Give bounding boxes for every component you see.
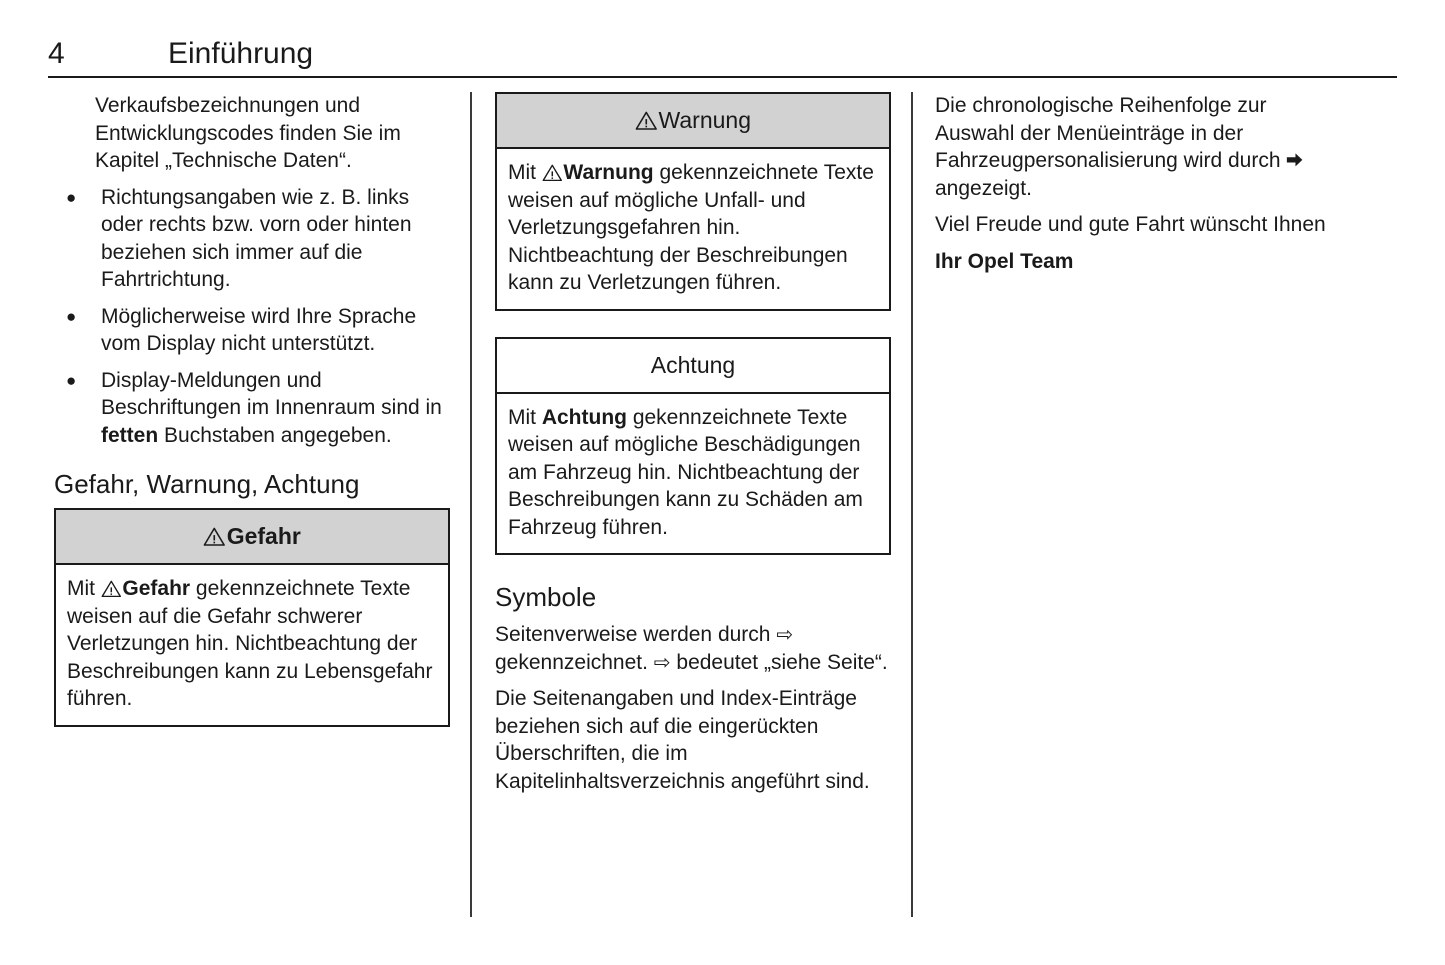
symbols-paragraph-2: Die Seitenangaben und Index-Einträge bez… — [495, 687, 870, 793]
right-column: Die chronologische Reihenfolge zur Auswa… — [935, 92, 1335, 284]
warning-body-suffix: gekennzeichnete Texte weisen auf möglich… — [508, 161, 874, 294]
warning-triangle-icon — [542, 164, 563, 181]
symbols-text-a: Seitenverweise werden durch — [495, 623, 777, 646]
warning-notice-title: Warnung — [658, 107, 751, 133]
page-columns: Verkaufsbezeichnungen und Entwicklungsco… — [0, 92, 1445, 922]
closing-paragraph: Viel Freude und gute Fahrt wünscht Ihnen — [935, 213, 1326, 236]
warning-body-term: Warnung — [563, 161, 654, 184]
list-item-label: Richtungsangaben wie z. B. links oder re… — [101, 185, 412, 292]
caution-body-suffix: gekennzeichnete Texte weisen auf möglich… — [508, 405, 863, 539]
list-item-text-before: Display-Meldungen und Beschriftungen im … — [101, 368, 442, 420]
caution-notice-header: Achtung — [497, 338, 889, 394]
list-item: ● Möglicherweise wird Ihre Sprache vom D… — [54, 303, 450, 358]
danger-body-suffix: gekennzeichnete Texte weisen auf die Gef… — [67, 577, 433, 710]
list-item: ● Display-Meldungen und Beschriftungen i… — [54, 367, 450, 450]
danger-notice-header: Gefahr — [56, 510, 448, 565]
personalisation-paragraph: Die chronologische Reihenfolge zur Auswa… — [935, 92, 1335, 202]
caution-body-prefix: Mit — [508, 405, 542, 429]
warning-triangle-icon — [101, 580, 122, 597]
danger-notice-title: Gefahr — [226, 523, 301, 549]
list-item-label: Möglicherweise wird Ihre Sprache vom Dis… — [101, 304, 417, 356]
list-item: ● Richtungsangaben wie z. B. links oder … — [54, 184, 450, 294]
column-divider-left — [470, 92, 472, 917]
solid-right-arrow-icon — [1286, 152, 1303, 168]
bullet-dot-icon: ● — [66, 187, 77, 207]
danger-body-prefix: Mit — [67, 577, 101, 600]
hollow-right-arrow-icon: ⇨ — [776, 624, 794, 646]
signature-line: Ihr Opel Team — [935, 249, 1074, 273]
symbols-text-c: bedeutet „siehe Seite“. — [670, 650, 888, 674]
column-divider-right — [911, 92, 913, 917]
personalisation-text-a: Die chronologische Reihenfolge zur Auswa… — [935, 94, 1287, 172]
caution-body-term: Achtung — [541, 405, 627, 429]
list-item-emphasis: fetten — [101, 423, 159, 447]
symbols-text-b: gekennzeichnet. — [495, 650, 654, 674]
section-heading-gefahr-warnung-achtung: Gefahr, Warnung, Achtung — [54, 469, 360, 499]
left-column: Verkaufsbezeichnungen und Entwicklungsco… — [54, 92, 450, 753]
warning-notice-header: Warnung — [497, 94, 889, 149]
header-divider-rule — [48, 76, 1397, 78]
danger-notice-box: Gefahr Mit Gefahr gekennzeichnete Texte … — [54, 508, 450, 727]
warning-triangle-icon — [203, 527, 226, 546]
danger-body-term: Gefahr — [122, 577, 191, 600]
list-item-label: Display-Meldungen und Beschriftungen im … — [101, 369, 442, 447]
page-number: 4 — [48, 37, 65, 70]
warning-notice-box: Warnung Mit Warnung gekennzeichnete Text… — [495, 92, 891, 311]
danger-notice-body: Mit Gefahr gekennzeichnete Texte weisen … — [56, 565, 448, 725]
chapter-title: Einführung — [168, 37, 314, 70]
section-heading-symbole: Symbole — [495, 582, 597, 612]
hollow-right-arrow-icon: ⇨ — [653, 651, 671, 674]
bullet-dot-icon: ● — [66, 306, 77, 326]
middle-column: Warnung Mit Warnung gekennzeichnete Text… — [495, 92, 891, 804]
caution-notice-title: Achtung — [650, 351, 736, 378]
page-header: 4 Einführung — [48, 32, 1396, 78]
symbols-paragraph-1: Seitenverweise werden durch ⇨ gekennzeic… — [495, 621, 891, 676]
caution-notice-box: Achtung Mit Achtung gekennzeichnete Text… — [495, 336, 891, 555]
warning-body-prefix: Mit — [508, 161, 542, 184]
intro-paragraph: Verkaufsbezeichnungen und Entwicklungsco… — [95, 94, 401, 172]
warning-notice-body: Mit Warnung gekennzeichnete Texte weisen… — [497, 149, 889, 309]
personalisation-text-b: angezeigt. — [935, 176, 1032, 200]
warning-triangle-icon — [635, 111, 658, 130]
caution-notice-body: Mit Achtung gekennzeichnete Texte weisen… — [497, 394, 889, 554]
list-item-text-after: Buchstaben angegeben. — [158, 423, 392, 447]
introduction-bullet-list: ● Richtungsangaben wie z. B. links oder … — [54, 184, 450, 450]
bullet-dot-icon: ● — [66, 370, 77, 390]
